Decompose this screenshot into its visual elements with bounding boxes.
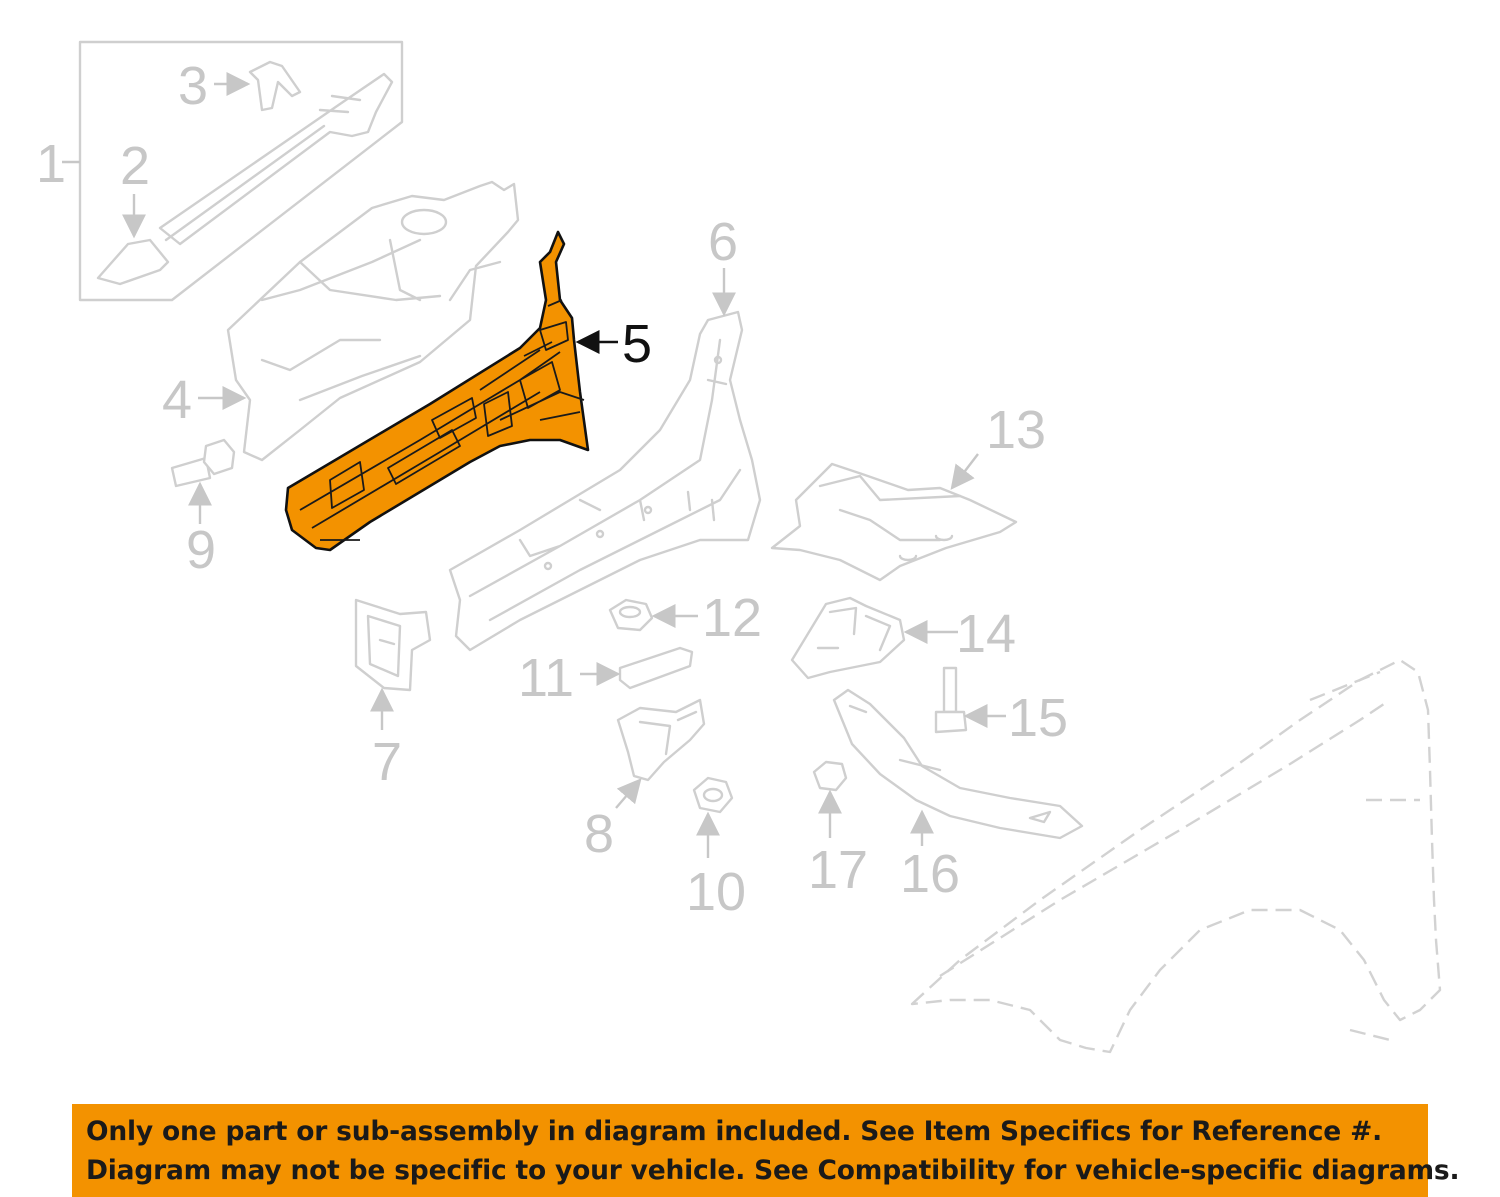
part-13-panel [770, 453, 1018, 582]
part-12-nut [608, 598, 698, 632]
part-10-nut [692, 776, 734, 858]
part-16-brace [832, 688, 1084, 846]
parts-diagram: 1 2 3 4 5 6 7 8 9 10 11 12 13 14 15 16 1… [36, 40, 1442, 1054]
part-4-apron [198, 180, 520, 462]
callout-10: 10 [686, 862, 746, 922]
callout-15: 15 [1008, 688, 1068, 748]
callout-1: 1 [36, 134, 66, 194]
callout-4: 4 [162, 370, 192, 430]
part-15-bolt [934, 666, 1006, 734]
part-7-bracket [354, 598, 432, 730]
part-5-highlighted [284, 230, 618, 552]
fender-outline [910, 658, 1442, 1054]
notice-banner: Only one part or sub-assembly in diagram… [72, 1104, 1460, 1197]
inset-box-part-1 [62, 40, 404, 302]
callout-11: 11 [518, 648, 574, 708]
callout-12: 12 [702, 588, 762, 648]
notice-line-2: Diagram may not be specific to your vehi… [86, 1155, 1460, 1186]
callout-13: 13 [986, 400, 1046, 460]
callout-7: 7 [372, 732, 402, 792]
part-14-bracket [790, 596, 958, 680]
callout-16: 16 [900, 844, 960, 904]
callout-5: 5 [622, 314, 652, 374]
part-11-bracket [580, 646, 694, 690]
callout-6: 6 [708, 212, 738, 272]
callout-14: 14 [956, 604, 1016, 664]
part-6-reinforcement [448, 268, 762, 652]
callout-9: 9 [186, 520, 216, 580]
callout-8: 8 [584, 804, 614, 864]
notice-line-1: Only one part or sub-assembly in diagram… [86, 1116, 1382, 1147]
callout-17: 17 [808, 840, 868, 900]
callout-3: 3 [178, 56, 208, 116]
callout-2: 2 [120, 136, 150, 196]
part-8-bracket [615, 698, 706, 809]
part-17-clip [812, 760, 848, 838]
part-9-bolt [170, 438, 236, 524]
